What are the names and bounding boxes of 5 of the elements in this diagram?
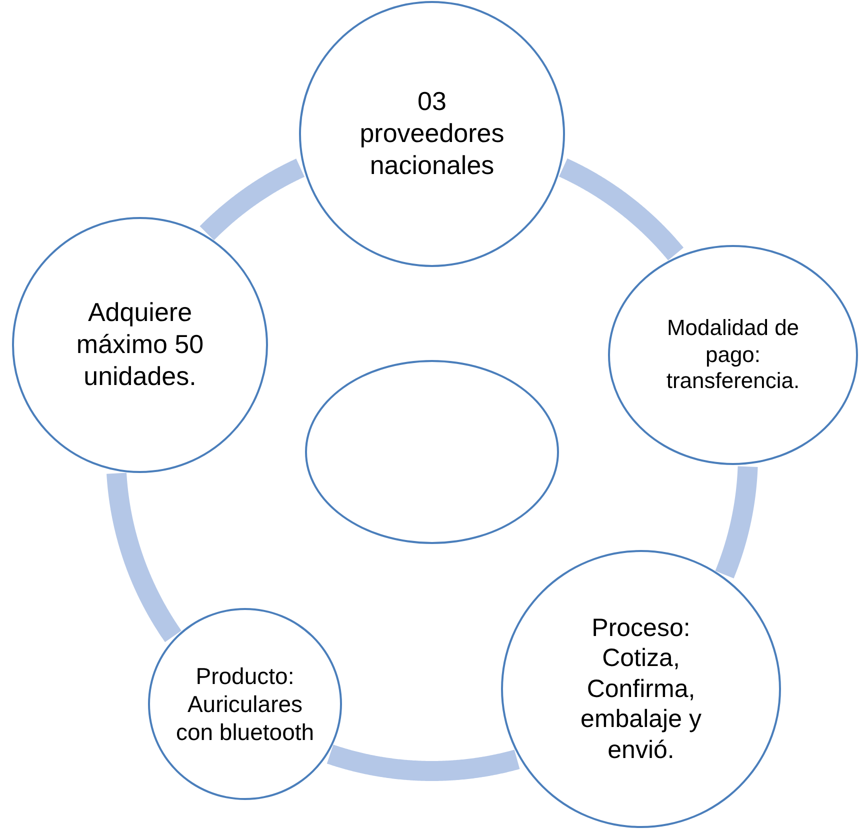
node-text: Producto: Auriculares con bluetooth (174, 662, 316, 746)
node-text: Modalidad de pago: transferencia. (665, 314, 801, 396)
node-text: Proceso: Cotiza, Confirma, embalaje y envió. (580, 612, 702, 766)
node-text: Adquiere máximo 50 unidades. (75, 297, 205, 393)
node-text: 03 proveedores nacionales (358, 86, 506, 182)
